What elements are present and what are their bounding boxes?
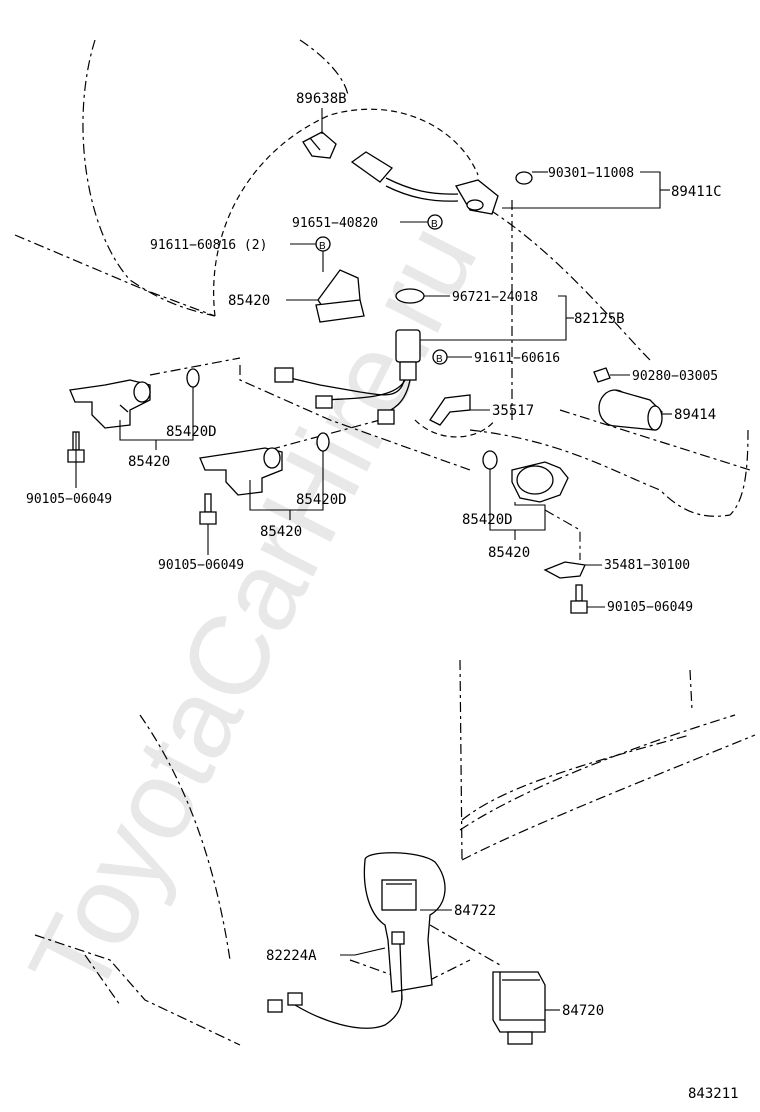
- label-90301-11008[interactable]: 90301−11008: [548, 166, 634, 181]
- o-ring-85420d-a: [186, 368, 200, 388]
- bolt-b-marker-1: B: [427, 214, 443, 230]
- console-dash-2: [429, 924, 501, 966]
- label-85420-top[interactable]: 85420: [228, 293, 270, 309]
- harness-82125b: [274, 329, 421, 425]
- lower-right-vertical: [689, 669, 693, 711]
- label-91611-60816[interactable]: 91611−60816 (2): [150, 238, 267, 253]
- top-curve-outline: [299, 39, 349, 96]
- label-91611-60616[interactable]: 91611−60616: [474, 351, 560, 366]
- left-long-line: [14, 234, 216, 317]
- solenoid-85420-c: [511, 461, 569, 503]
- mid-diagonal-line: [239, 365, 471, 471]
- right-lower-outline: [469, 429, 749, 517]
- part-labels: 89638B 90301−11008 89411C 91651−40820 91…: [26, 91, 739, 1102]
- label-85420-c[interactable]: 85420: [488, 545, 530, 561]
- label-89411c[interactable]: 89411C: [671, 184, 722, 200]
- bracket-35481: [543, 561, 586, 579]
- label-82224a[interactable]: 82224A: [266, 948, 317, 964]
- label-35481-30100[interactable]: 35481−30100: [604, 558, 690, 573]
- solenoid-85420-a: [69, 379, 151, 429]
- bolt-b-marker-3: B: [432, 349, 448, 365]
- top-engine-outline: [82, 39, 216, 317]
- sensor-85420-top: [315, 269, 365, 323]
- sensor-89411c: [350, 151, 499, 215]
- o-ring-85420d-c: [482, 450, 498, 470]
- label-90105-06049-c[interactable]: 90105−06049: [607, 600, 693, 615]
- label-90105-06049-b[interactable]: 90105−06049: [158, 558, 244, 573]
- o-ring-90301: [515, 171, 533, 185]
- floor-line: [34, 934, 241, 1046]
- console-dash: [349, 959, 471, 986]
- sensor-89414: [598, 389, 663, 431]
- label-35517[interactable]: 35517: [492, 403, 534, 419]
- o-ring-85420d-b: [316, 432, 330, 452]
- bracket-35517: [429, 394, 471, 426]
- solenoid-85420-b: [199, 447, 283, 496]
- lower-right-upper: [461, 734, 691, 821]
- label-96721-24018[interactable]: 96721−24018: [452, 290, 538, 305]
- label-84720[interactable]: 84720: [562, 1003, 604, 1019]
- parts: B B B: [67, 131, 663, 1045]
- shift-lever-84722: [363, 852, 446, 1001]
- label-89414[interactable]: 89414: [674, 407, 716, 423]
- lower-right-lower: [461, 734, 756, 861]
- switch-84720: [492, 971, 546, 1045]
- harness-82224a: [267, 992, 403, 1029]
- figure-number: 843211: [688, 1086, 739, 1102]
- lower-left-outline: [139, 714, 231, 961]
- label-91651-40820[interactable]: 91651−40820: [292, 216, 378, 231]
- bolt-90105-c: [570, 584, 588, 614]
- label-90105-06049-a[interactable]: 90105−06049: [26, 492, 112, 507]
- label-85420d-b[interactable]: 85420D: [296, 492, 347, 508]
- svg-text:B: B: [436, 354, 443, 365]
- label-85420d-c[interactable]: 85420D: [462, 512, 513, 528]
- label-89638b[interactable]: 89638B: [296, 91, 347, 107]
- svg-text:B: B: [319, 241, 326, 252]
- label-85420-a[interactable]: 85420: [128, 454, 170, 470]
- bolt-90105-b: [199, 493, 217, 525]
- label-90280-03005[interactable]: 90280−03005: [632, 369, 718, 384]
- label-82125b[interactable]: 82125B: [574, 311, 625, 327]
- o-ring-96721: [395, 288, 425, 304]
- bolt-b-marker-2: B: [315, 236, 331, 252]
- arc-under-35517: [414, 419, 496, 438]
- right-diag-line: [559, 409, 751, 471]
- body-outlines: [14, 39, 756, 1046]
- connector-89638b: [302, 131, 337, 159]
- label-85420d-a[interactable]: 85420D: [166, 424, 217, 440]
- leader-lines: [75, 108, 672, 1011]
- right-curve-outline: [489, 209, 651, 361]
- lower-center-vertical: [459, 659, 463, 861]
- clip-90280: [593, 367, 611, 383]
- mid-small-line: [149, 357, 241, 376]
- label-84722[interactable]: 84722: [454, 903, 496, 919]
- floor-line-2: [84, 954, 121, 1006]
- lower-right-diag: [459, 714, 736, 831]
- label-85420-b[interactable]: 85420: [260, 524, 302, 540]
- svg-text:B: B: [431, 219, 438, 230]
- harness-sweep-outline: [213, 108, 479, 317]
